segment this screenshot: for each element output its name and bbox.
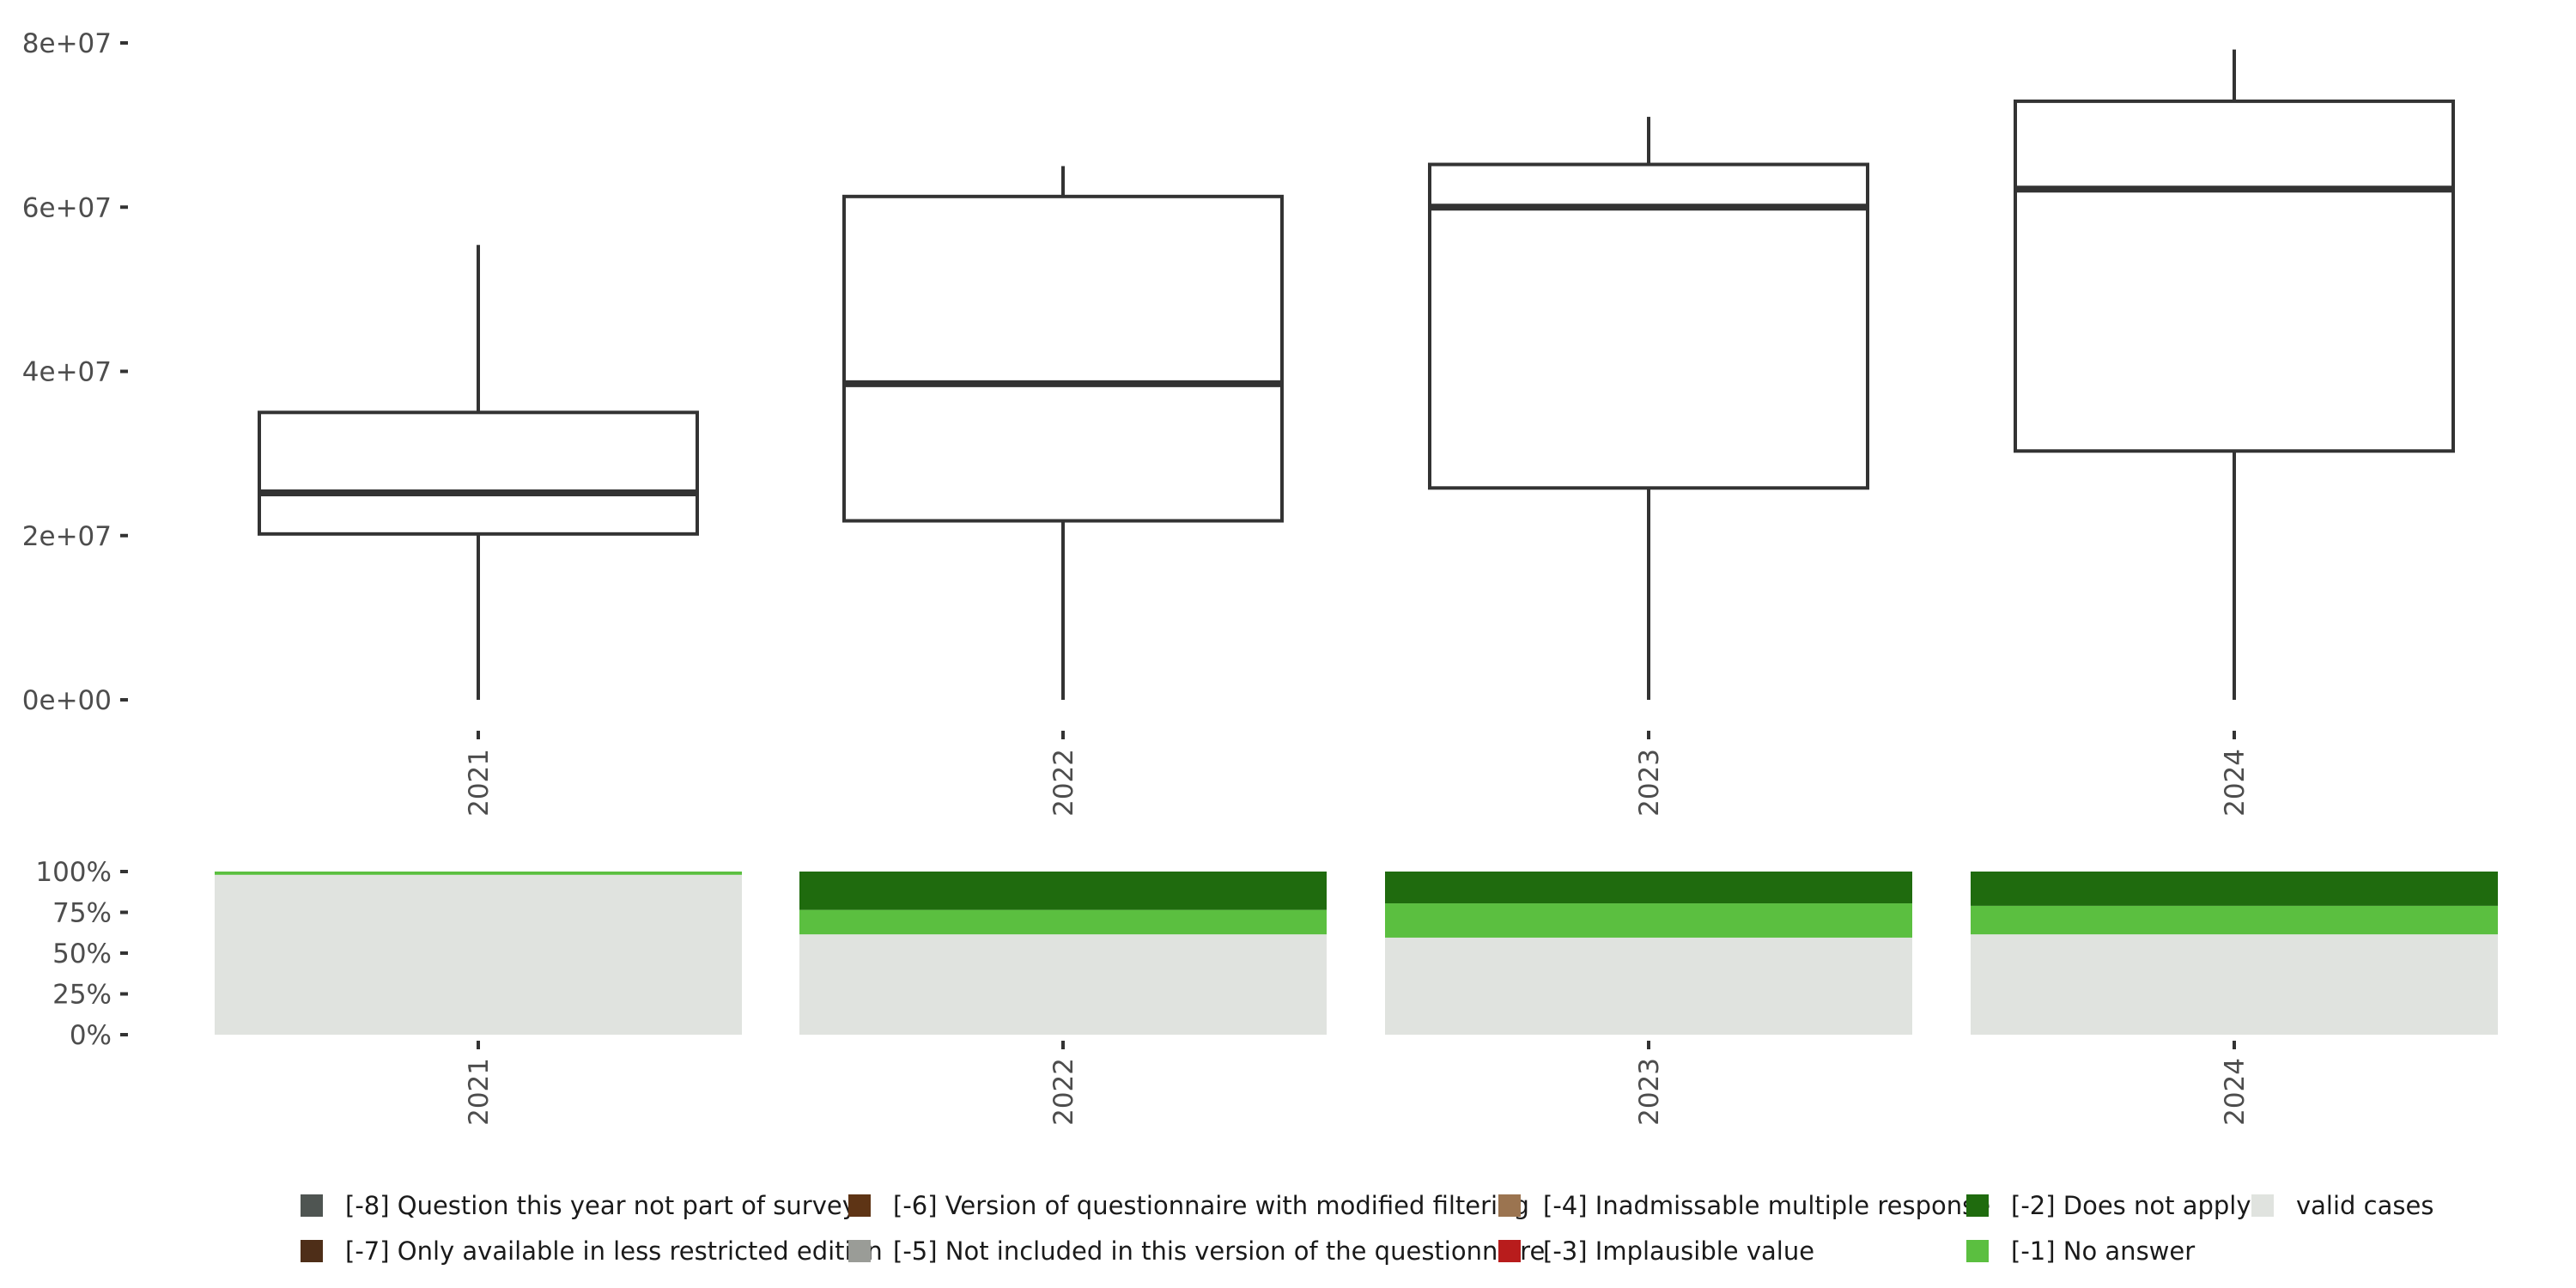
legend-label: [-3] Implausible value	[1543, 1236, 1814, 1266]
legend-label: [-1] No answer	[2011, 1236, 2195, 1266]
bar-y-tick-label: 75%	[52, 898, 112, 929]
bar-segment-2023-0	[1385, 937, 1912, 1035]
legend-item: [-5] Not included in this version of the…	[848, 1236, 1545, 1266]
box-iqr	[258, 410, 699, 536]
legend-label: [-4] Inadmissable multiple response	[1543, 1191, 1990, 1220]
legend-item: valid cases	[2251, 1191, 2433, 1220]
bar-y-tick-label: 25%	[52, 980, 112, 1011]
legend: [-8] Question this year not part of surv…	[301, 1191, 2433, 1266]
legend-item: [-2] Does not apply	[1966, 1191, 2251, 1220]
bar-segment-2021-1	[215, 872, 742, 875]
boxplot-x-tick-label: 2022	[1048, 749, 1079, 817]
legend-item: [-1] No answer	[1966, 1236, 2195, 1266]
box-iqr	[842, 194, 1284, 523]
legend-item: [-3] Implausible value	[1498, 1236, 1814, 1266]
bar-y-tick-label: 50%	[52, 939, 112, 969]
legend-swatch	[1966, 1240, 1989, 1262]
legend-swatch	[301, 1240, 323, 1262]
legend-label: [-8] Question this year not part of surv…	[345, 1191, 857, 1220]
box-2024	[2014, 49, 2455, 700]
bar-segment-2024-0	[1971, 934, 2498, 1035]
bar-x-tick-label: 2024	[2220, 1058, 2251, 1126]
bar-segment-2024-2	[1971, 872, 2498, 906]
legend-swatch	[1966, 1194, 1989, 1217]
legend-swatch	[301, 1194, 323, 1217]
boxplot-x-tick-label: 2021	[464, 749, 495, 817]
box-2021	[258, 245, 699, 700]
boxplot-y-tick-label: 0e+00	[22, 685, 112, 716]
legend-label: [-7] Only available in less restricted e…	[345, 1236, 883, 1266]
bar-x-tick-label: 2022	[1048, 1058, 1079, 1126]
box-iqr	[2014, 99, 2455, 453]
legend-swatch	[848, 1194, 871, 1217]
boxplot-x-tick-label: 2024	[2220, 749, 2251, 817]
bar-segment-2022-2	[799, 872, 1327, 910]
bar-x-tick-label: 2021	[464, 1058, 495, 1126]
box-iqr	[1428, 162, 1869, 490]
boxplot-panel: 0e+00 2e+07 4e+07 6e+07 8e+07 2021 2022 2023 202…	[22, 28, 2455, 817]
bar-y-tick-label: 100%	[35, 857, 112, 888]
legend-swatch	[1498, 1240, 1521, 1262]
legend-label: [-5] Not included in this version of the…	[893, 1236, 1545, 1266]
legend-swatch	[1498, 1194, 1521, 1217]
box-2022	[842, 166, 1284, 700]
bar-x-tick-label: 2023	[1634, 1058, 1665, 1126]
bar-y-tick-label: 0%	[70, 1020, 112, 1051]
bar-segment-2023-2	[1385, 872, 1912, 904]
legend-swatch	[848, 1240, 871, 1262]
legend-swatch	[2251, 1194, 2274, 1217]
legend-item: [-7] Only available in less restricted e…	[301, 1236, 883, 1266]
legend-item: [-4] Inadmissable multiple response	[1498, 1191, 1990, 1220]
boxplot-y-tick-label: 2e+07	[22, 521, 112, 552]
boxplot-y-tick-label: 6e+07	[22, 192, 112, 223]
missing-values-bar-panel: 0% 25% 50% 75% 100% 2021 2022 2023 2024	[35, 857, 2498, 1126]
boxplot-x-tick-label: 2023	[1634, 749, 1665, 817]
legend-label: [-6] Version of questionnaire with modif…	[893, 1191, 1529, 1220]
legend-label: [-2] Does not apply	[2011, 1191, 2251, 1220]
box-2023	[1428, 117, 1869, 700]
boxplot-y-tick-label: 4e+07	[22, 357, 112, 388]
boxplot-y-tick-label: 8e+07	[22, 28, 112, 59]
bar-segment-2021-0	[215, 874, 742, 1035]
bar-segment-2022-0	[799, 934, 1327, 1035]
legend-label: valid cases	[2296, 1191, 2433, 1220]
legend-item: [-6] Version of questionnaire with modif…	[848, 1191, 1529, 1220]
bar-segment-2024-1	[1971, 905, 2498, 935]
bar-segment-2022-1	[799, 909, 1327, 935]
bar-segment-2023-1	[1385, 903, 1912, 938]
legend-item: [-8] Question this year not part of surv…	[301, 1191, 857, 1220]
